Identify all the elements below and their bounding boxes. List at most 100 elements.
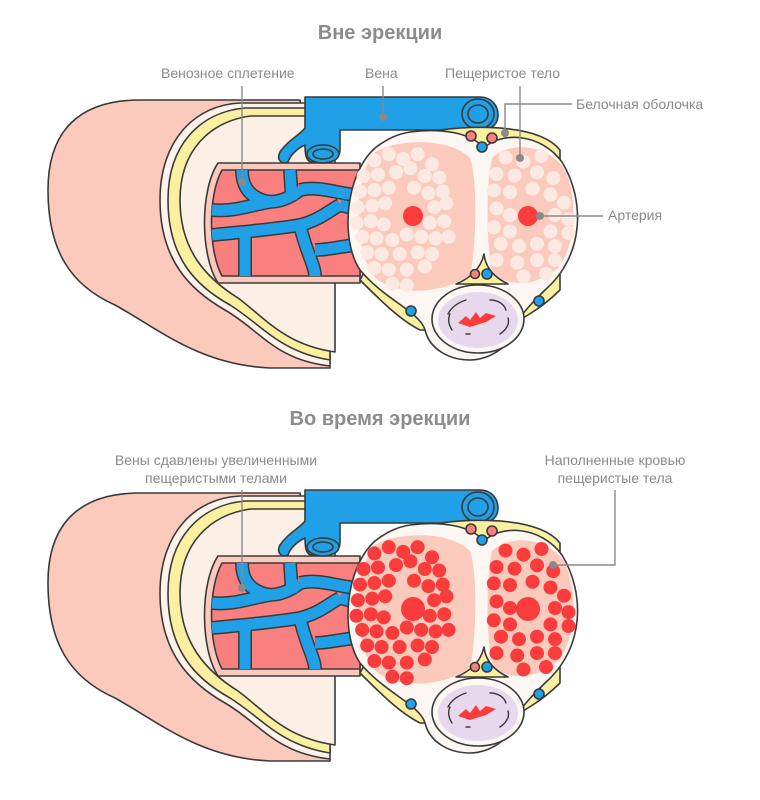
sinusoid — [365, 591, 380, 606]
sinusoid — [376, 217, 391, 232]
sinusoid — [376, 610, 391, 625]
central-artery-left — [403, 206, 423, 226]
sinusoid — [381, 147, 396, 162]
sinusoid — [389, 558, 403, 573]
junction-artery — [469, 661, 481, 673]
label-artery: Артерия — [608, 207, 663, 223]
dorsal-artery — [465, 130, 477, 142]
panel-erect — [47, 489, 579, 762]
sinusoid — [503, 601, 517, 615]
plexus-vein — [294, 616, 321, 670]
sinusoid — [392, 247, 407, 261]
sinusoid — [489, 560, 504, 574]
sinusoid — [543, 580, 558, 595]
sinusoid — [498, 150, 513, 165]
urethra — [458, 312, 496, 327]
leader-corpus-cavernosum-dot — [516, 154, 524, 162]
sinusoid — [371, 560, 385, 575]
sinusoid — [432, 170, 447, 185]
sinusoid — [489, 646, 504, 661]
sinusoid — [422, 608, 437, 623]
sinusoid — [399, 655, 414, 670]
sinusoid — [486, 613, 501, 628]
sinusoid — [399, 671, 414, 686]
sinusoid — [543, 187, 558, 202]
sinusoid — [378, 589, 393, 604]
sinusoid — [365, 198, 380, 213]
plexus-vein — [298, 593, 343, 624]
sinusoid — [421, 186, 436, 201]
branch-vein-end — [306, 537, 340, 557]
section-title-flaccid: Вне эрекции — [317, 22, 443, 44]
sinusoid — [356, 562, 371, 576]
spongiosum-texture — [499, 317, 510, 335]
dorsal-vein-lumen — [467, 104, 489, 124]
label-corpus-cavernosum: Пещеристое тело — [445, 65, 561, 81]
sinusoid — [427, 200, 442, 215]
sinusoid — [356, 169, 371, 183]
dorsal-vein-end — [461, 98, 495, 130]
sinusoid — [546, 564, 561, 579]
sinusoid — [546, 171, 561, 186]
sinusoid — [369, 231, 384, 246]
sinusoid — [385, 669, 400, 684]
sinusoid — [557, 195, 571, 210]
deep-dorsal-vein — [476, 534, 488, 546]
label-venous-plexus: Венозное сплетение — [161, 65, 295, 81]
sinusoid — [435, 184, 450, 199]
sinusoid — [410, 147, 425, 162]
sinusoid — [367, 654, 382, 669]
sinusoid — [503, 578, 517, 593]
sinusoid — [530, 253, 544, 268]
junction-bottom — [455, 253, 509, 285]
sinusoid — [374, 640, 389, 654]
sinusoid — [399, 278, 414, 293]
sinusoid — [534, 148, 549, 163]
sinusoid — [441, 622, 456, 637]
sinusoid — [494, 629, 508, 644]
sinusoid — [548, 208, 562, 222]
sinusoid — [353, 577, 367, 592]
spongiosum-texture — [499, 710, 510, 728]
sinusoid — [349, 215, 364, 230]
sinusoid — [489, 167, 504, 181]
plexus-vein — [284, 562, 298, 594]
sinusoid — [548, 239, 562, 254]
sinusoid — [561, 226, 576, 241]
sinusoid — [530, 646, 544, 661]
sinusoid — [417, 259, 432, 274]
spongiosum-texture — [489, 299, 507, 311]
sinusoid — [374, 247, 389, 261]
dorsal-vein-end — [461, 491, 495, 523]
plexus-vein — [284, 169, 298, 201]
sinusoid — [548, 632, 562, 647]
sinusoid — [371, 167, 385, 182]
spongiosum-texture — [489, 692, 507, 704]
sinusoid — [399, 262, 414, 277]
sinusoid — [525, 574, 540, 589]
sinusoid — [381, 573, 396, 588]
sinusoid — [399, 620, 414, 635]
dorsal-artery — [486, 525, 498, 537]
sinusoid — [503, 185, 517, 200]
leader-tunica-line — [504, 103, 572, 133]
sinusoid — [516, 269, 531, 284]
sinusoid — [381, 180, 396, 195]
sinusoid — [441, 229, 456, 244]
label-vein: Вена — [365, 65, 398, 81]
branch-vein-lumen — [312, 541, 334, 553]
sinusoid — [539, 267, 553, 282]
sinusoid — [350, 593, 365, 608]
sinusoid — [381, 262, 396, 277]
sinusoid — [494, 236, 508, 251]
junction-artery — [469, 268, 481, 280]
sinusoid — [422, 215, 437, 230]
sinusoid — [425, 640, 439, 654]
sinusoid — [539, 660, 553, 675]
deep-dorsal-vein — [476, 141, 488, 153]
leader-tunica-dot — [501, 129, 509, 137]
sinusoid — [534, 541, 549, 556]
sinusoid — [385, 232, 400, 247]
plexus-vein — [211, 196, 271, 216]
